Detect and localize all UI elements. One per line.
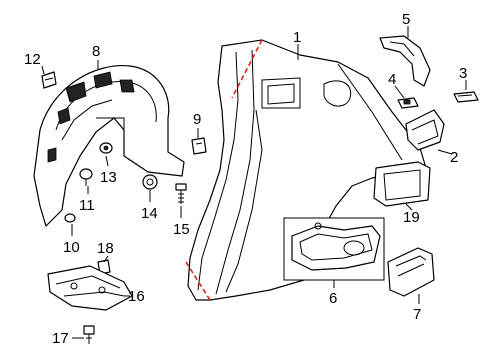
callout-12: 12 xyxy=(24,51,41,68)
part-6-inset-box xyxy=(283,217,385,281)
callout-9: 9 xyxy=(193,111,201,128)
part-11-push-pin xyxy=(79,168,93,186)
callout-14: 14 xyxy=(141,205,158,222)
callout-19: 19 xyxy=(403,209,420,226)
part-3-bracket xyxy=(453,91,479,103)
wheelhouse-liner xyxy=(33,64,185,227)
part-19-fuel-pocket xyxy=(373,161,431,207)
leader-12 xyxy=(41,65,45,75)
callout-13: 13 xyxy=(100,169,117,186)
part-13-push-pin xyxy=(99,142,113,154)
callout-5: 5 xyxy=(402,11,410,28)
callout-7: 7 xyxy=(413,306,421,323)
callout-16: 16 xyxy=(128,288,145,305)
cut-line-upper xyxy=(231,39,263,99)
leader-19 xyxy=(405,203,413,211)
part-9-retainer xyxy=(191,137,207,155)
callout-1: 1 xyxy=(293,29,301,46)
callout-10: 10 xyxy=(63,239,80,256)
part-7-fuel-door xyxy=(387,247,435,297)
part-14-nut xyxy=(142,174,158,190)
leader-2 xyxy=(437,149,453,155)
callout-3: 3 xyxy=(459,65,467,82)
part-12-clip xyxy=(41,71,57,89)
callout-8: 8 xyxy=(92,43,100,60)
leader-4 xyxy=(394,85,405,99)
callout-15: 15 xyxy=(173,221,190,238)
part-5-reinforcement xyxy=(379,35,431,87)
part-4-bracket xyxy=(397,97,419,109)
part-2-brace xyxy=(405,109,445,151)
part-17-bolt xyxy=(83,325,95,344)
leader-18 xyxy=(103,255,109,263)
leader-13 xyxy=(105,155,109,167)
callout-17: 17 xyxy=(52,330,69,347)
callout-4: 4 xyxy=(388,71,396,88)
part-16-bracket xyxy=(47,265,133,311)
callout-6: 6 xyxy=(329,290,337,307)
part-10-clip xyxy=(64,213,76,223)
callout-11: 11 xyxy=(79,197,95,214)
callout-18: 18 xyxy=(97,240,114,257)
part-15-bolt xyxy=(175,183,187,204)
callout-2: 2 xyxy=(450,149,458,166)
